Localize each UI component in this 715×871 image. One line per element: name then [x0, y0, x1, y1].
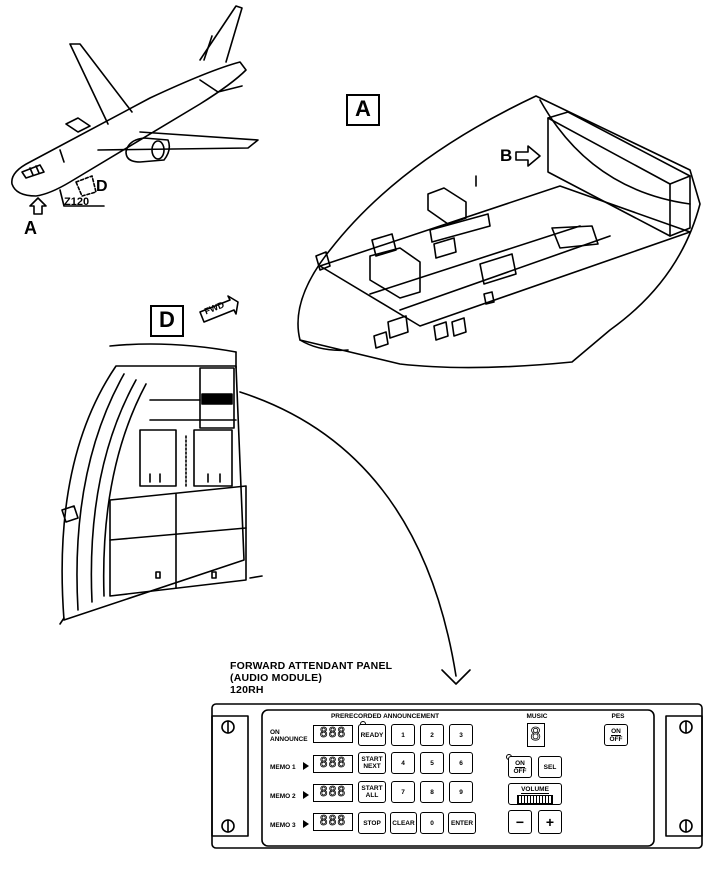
- ready-button[interactable]: READY: [358, 724, 386, 746]
- memo-3-arrow-icon: [303, 820, 309, 828]
- caption-title: FORWARD ATTENDANT PANEL: [230, 660, 393, 672]
- arrow-a-label: A: [24, 218, 37, 238]
- key-9[interactable]: 9: [449, 781, 473, 803]
- detail-d-galley: [59, 343, 263, 625]
- key-3[interactable]: 3: [449, 724, 473, 746]
- view-a-arrow: [29, 197, 47, 215]
- volume-bar: [517, 795, 553, 804]
- display-on-announce: 888: [313, 725, 353, 743]
- display-memo-2: 888: [313, 784, 353, 802]
- row-label-memo-2: MEMO 2: [270, 793, 296, 800]
- stop-button[interactable]: STOP: [358, 812, 386, 834]
- enter-button[interactable]: ENTER: [448, 812, 476, 834]
- key-5[interactable]: 5: [420, 752, 444, 774]
- caption-zone: 120RH: [230, 684, 264, 696]
- arrow-d-label: D: [96, 178, 108, 195]
- key-1[interactable]: 1: [391, 724, 415, 746]
- memo-1-arrow-icon: [303, 762, 309, 770]
- memo-2-arrow-icon: [303, 791, 309, 799]
- volume-indicator: VOLUME: [508, 783, 562, 805]
- view-b-arrow: [515, 145, 541, 167]
- aircraft-outline: [11, 5, 259, 207]
- display-memo-1: 888: [313, 755, 353, 773]
- caption-subtitle: (AUDIO MODULE): [230, 672, 323, 684]
- volume-down-button[interactable]: −: [508, 810, 532, 834]
- section-pes-heading: PES: [611, 713, 625, 720]
- clear-button[interactable]: CLEAR: [390, 812, 417, 834]
- leader-to-panel: [239, 391, 457, 677]
- key-2[interactable]: 2: [420, 724, 444, 746]
- section-announce-heading: PRERECORDED ANNOUNCEMENT: [330, 713, 440, 720]
- key-0[interactable]: 0: [420, 812, 444, 834]
- detail-a-cutaway: [297, 95, 701, 369]
- key-7[interactable]: 7: [391, 781, 415, 803]
- leader-arrowhead: [441, 669, 471, 685]
- key-4[interactable]: 4: [391, 752, 415, 774]
- arrow-b-label: B: [500, 146, 513, 165]
- zone-label: Z120: [64, 196, 90, 208]
- music-channel-display: 8: [527, 723, 545, 747]
- row-label-memo-3: MEMO 3: [270, 822, 296, 829]
- panel-outline: [211, 703, 703, 849]
- row-label-memo-1: MEMO 1: [270, 764, 296, 771]
- section-music-heading: MUSIC: [526, 713, 548, 720]
- volume-up-button[interactable]: +: [538, 810, 562, 834]
- key-6[interactable]: 6: [449, 752, 473, 774]
- key-8[interactable]: 8: [420, 781, 444, 803]
- view-a-label: A: [346, 94, 380, 126]
- fwd-arrow: [199, 295, 239, 323]
- display-memo-3: 888: [313, 813, 353, 831]
- music-select-button[interactable]: SEL: [538, 756, 562, 778]
- view-d-label: D: [150, 305, 184, 337]
